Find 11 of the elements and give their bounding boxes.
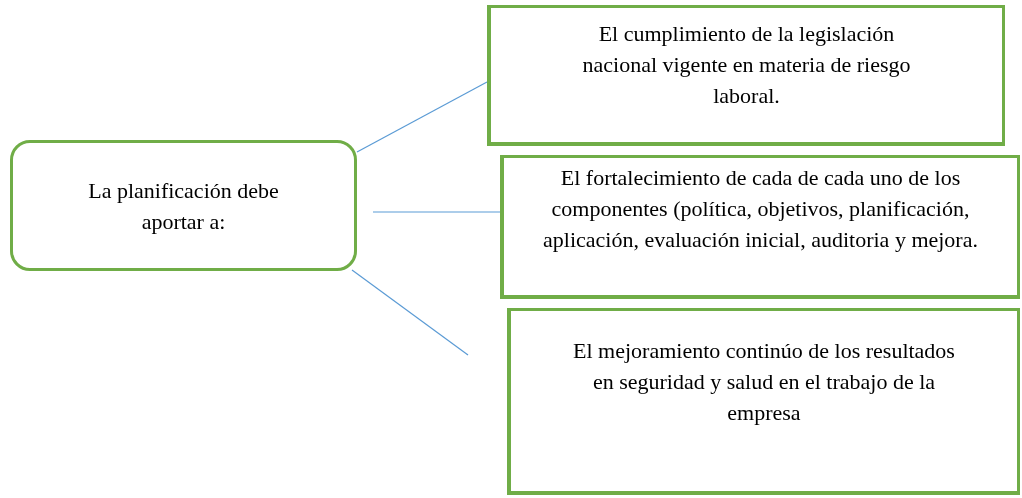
text-box [500,155,1020,299]
text-box [487,5,1005,146]
rounded-box [10,140,357,271]
box-text: El cumplimiento de la legislación nacional vigente en materia de riesgo laboral. [581,20,912,110]
box-text: El mejoramiento continúo de los resultados en seguridad y salud en el trabajo de la empresa [572,337,956,427]
box-text: El fortalecimiento de cada de cada uno de los componentes (política, objetivos, planificación, aplicación, evaluación inicial, auditoria y mejora. [542,164,979,254]
connector-line [351,269,469,356]
connector-line [372,211,501,213]
box-text: La planificación debe aportar a: [87,176,280,236]
text-box [507,308,1020,495]
connector-line [356,81,488,153]
